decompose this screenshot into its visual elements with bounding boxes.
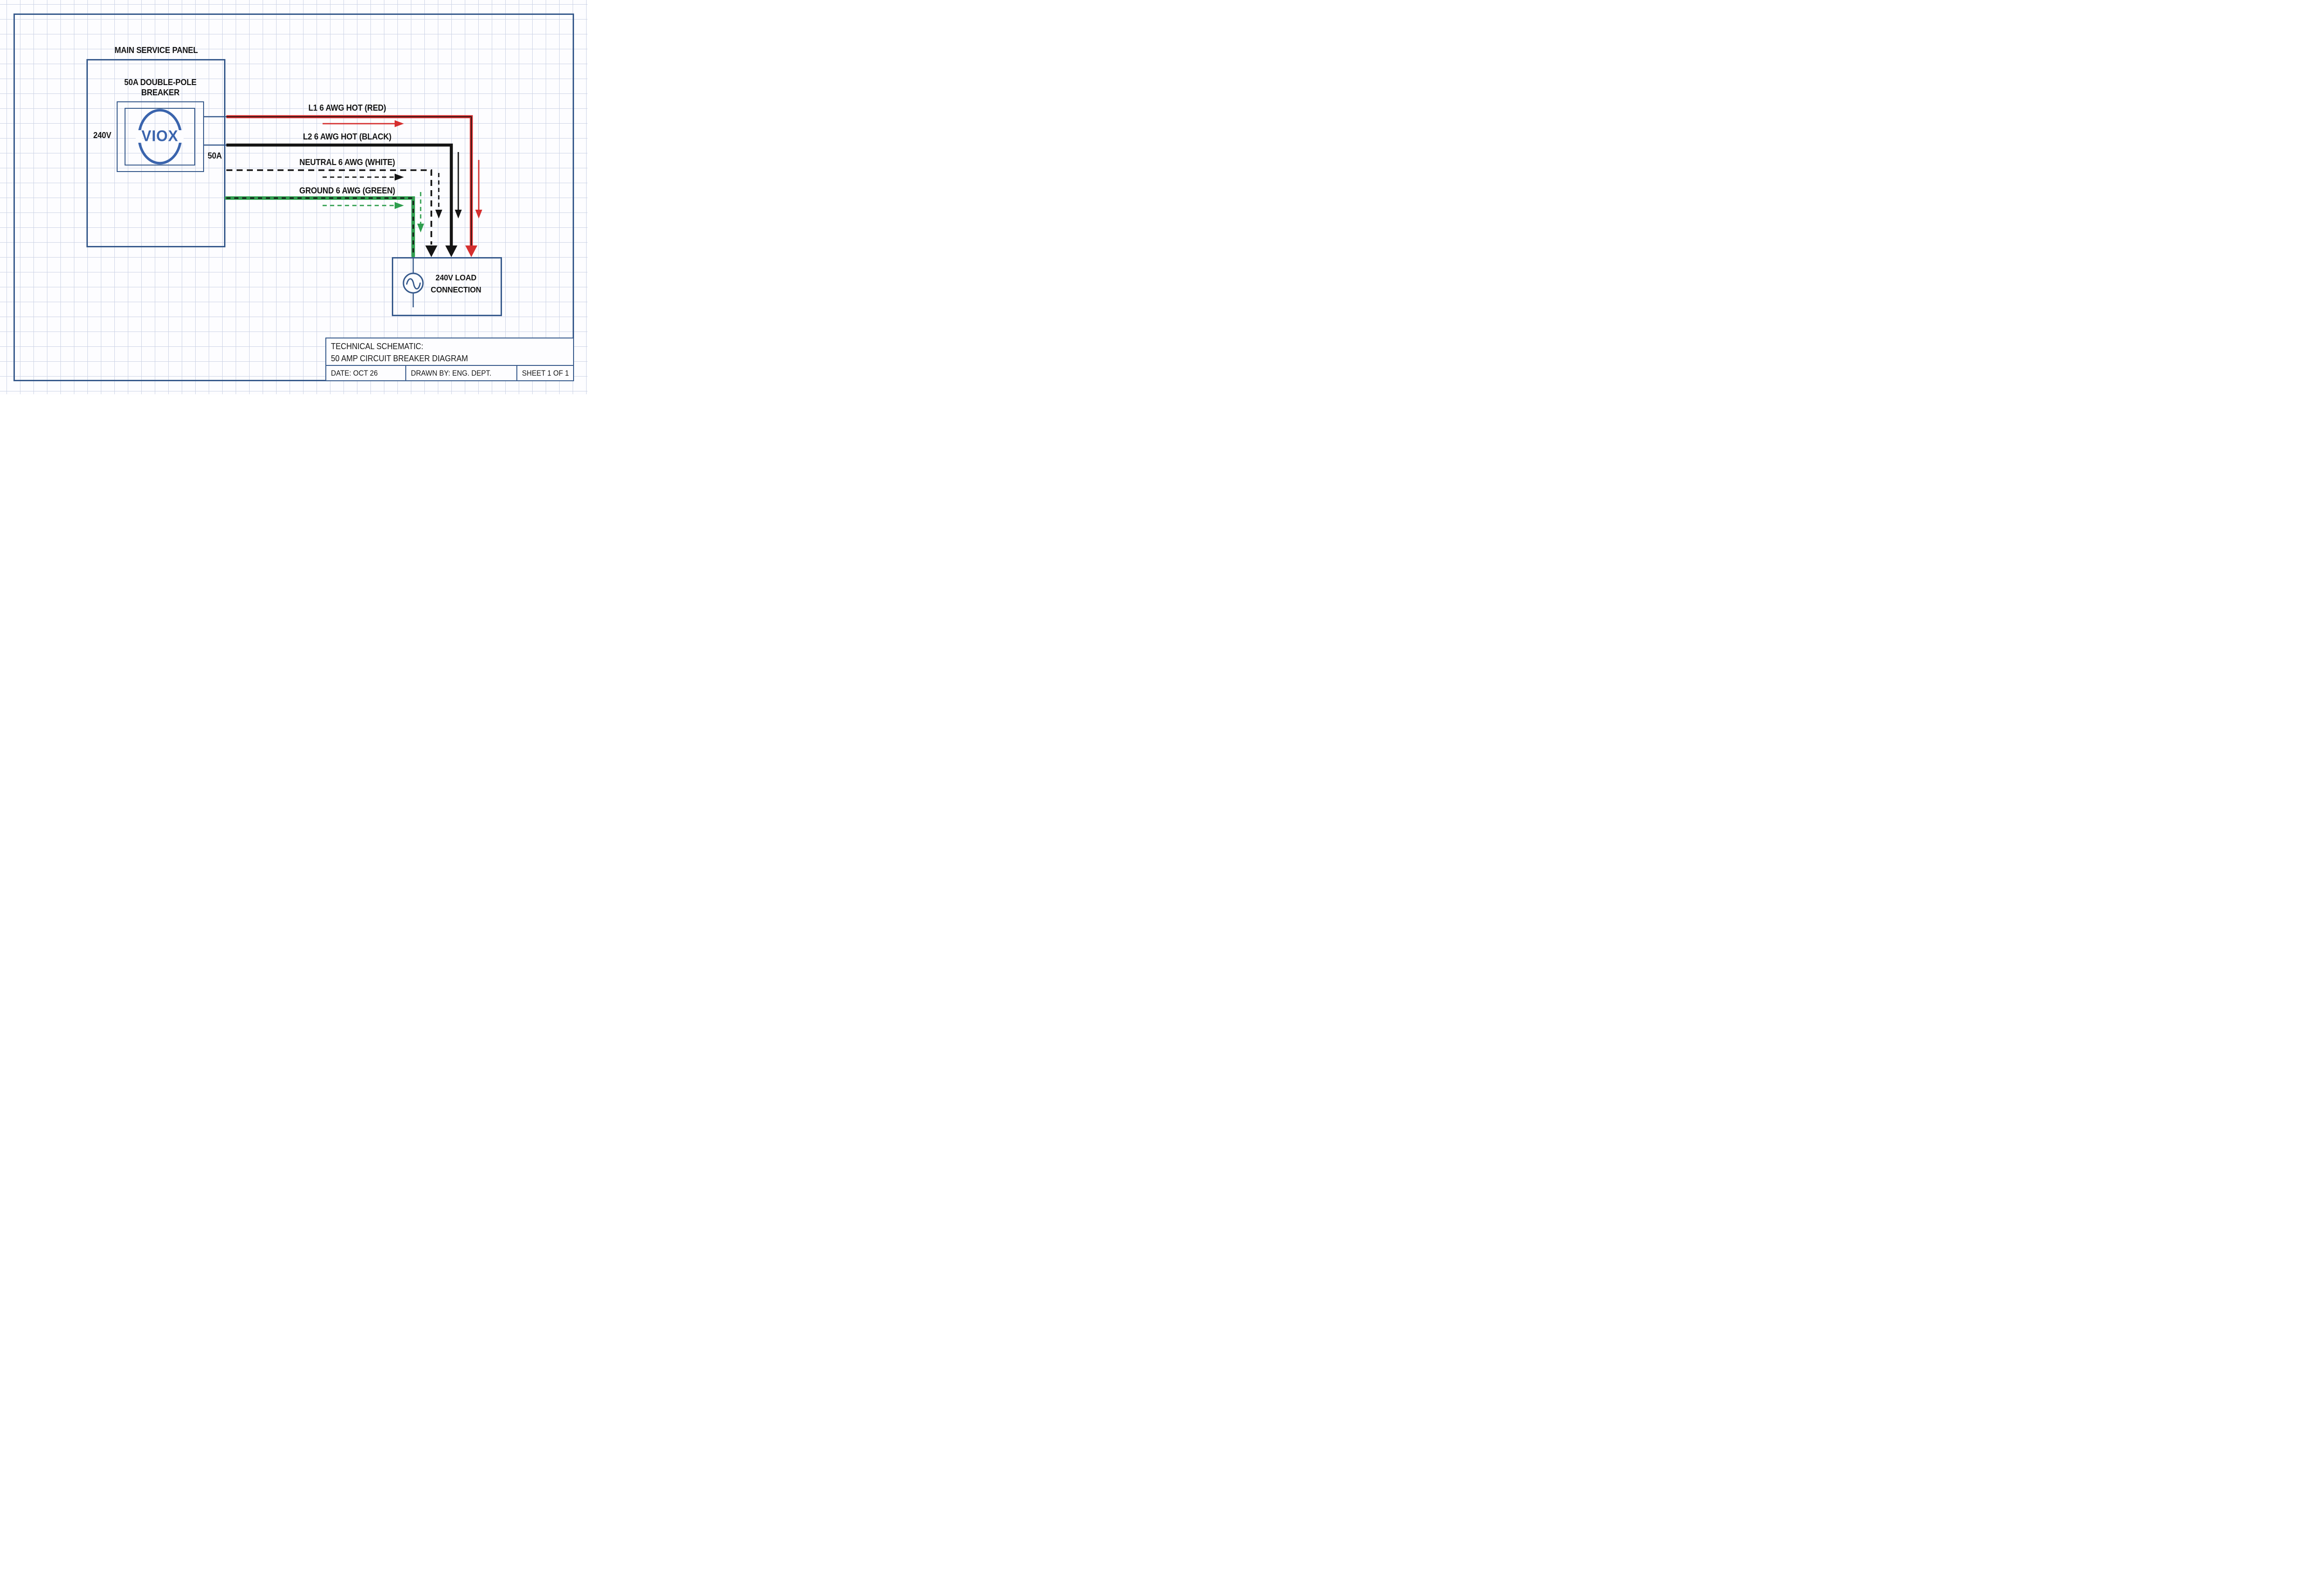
- breaker-label-line1: 50A DOUBLE-POLE: [124, 78, 197, 87]
- flow-arrow-l2-vertical-head-icon: [455, 210, 462, 219]
- flow-arrow-neutral-horizontal-head-icon: [395, 173, 404, 181]
- viox-ring-gap-left: [136, 130, 142, 143]
- breaker-label-line2: BREAKER: [141, 88, 180, 97]
- load-connection-box: [392, 257, 502, 316]
- flow-arrow-l1-vertical-head-icon: [475, 210, 482, 219]
- wire-ground-green: [224, 196, 415, 258]
- load-connection-label: 240V LOAD CONNECTION: [431, 272, 482, 296]
- panel-voltage-label: 240V: [93, 131, 112, 140]
- load-label-line2: CONNECTION: [430, 285, 482, 294]
- wire-label-ground: GROUND 6 AWG (GREEN): [299, 186, 396, 195]
- flow-arrow-neutral-vertical-head-icon: [435, 210, 442, 219]
- main-service-panel-label: MAIN SERVICE PANEL: [114, 46, 198, 55]
- ac-sine-icon: [406, 278, 421, 290]
- title-block-line1: TECHNICAL SCHEMATIC:: [331, 342, 423, 351]
- wire-neutral-dashed: [226, 169, 432, 245]
- title-block: TECHNICAL SCHEMATIC: 50 AMP CIRCUIT BREA…: [325, 338, 574, 381]
- wire-ground-dashes: [226, 197, 414, 254]
- flow-arrow-ground-horizontal-head-icon: [395, 202, 404, 209]
- title-block-drawn-by: DRAWN BY: ENG. DEPT.: [411, 369, 492, 378]
- wire-l2-arrowhead-icon: [445, 245, 457, 257]
- schematic-page: MAIN SERVICE PANEL 50A DOUBLE-POLE BREAK…: [0, 0, 588, 394]
- main-service-panel-box: [86, 59, 225, 247]
- breaker-inner-box: [125, 108, 195, 166]
- flow-arrow-l1-horizontal-head-icon: [395, 120, 404, 127]
- wire-l1-arrowhead-icon: [465, 245, 477, 257]
- viox-brand-logo: VIOX: [141, 127, 178, 145]
- wire-label-neutral: NEUTRAL 6 AWG (WHITE): [299, 158, 395, 167]
- title-block-drawnby-cell: DRAWN BY: ENG. DEPT.: [405, 365, 516, 381]
- title-block-row: DATE: OCT 26 DRAWN BY: ENG. DEPT. SHEET …: [326, 365, 573, 381]
- title-block-sheet: SHEET 1 OF 1: [522, 369, 569, 378]
- wire-neutral-arrowhead-icon: [425, 245, 437, 257]
- load-label-line1: 240V LOAD: [436, 273, 476, 282]
- title-block-heading: TECHNICAL SCHEMATIC: 50 AMP CIRCUIT BREA…: [326, 338, 573, 366]
- breaker-amps-label: 50A: [207, 151, 222, 160]
- wire-l1-core: [226, 116, 472, 248]
- wire-label-l1: L1 6 AWG HOT (RED): [308, 103, 386, 113]
- title-block-date-cell: DATE: OCT 26: [326, 366, 405, 381]
- title-block-sheet-cell: SHEET 1 OF 1: [516, 365, 573, 381]
- breaker-outer-box: [117, 101, 204, 172]
- wiring-overlay: [136, 109, 482, 307]
- title-block-line2: 50 AMP CIRCUIT BREAKER DIAGRAM: [331, 354, 468, 363]
- wire-l2-black: [226, 143, 453, 246]
- title-block-date: DATE: OCT 26: [331, 369, 378, 378]
- flow-arrow-ground-vertical-head-icon: [417, 224, 424, 232]
- drawing-frame: [13, 13, 574, 381]
- viox-ring-gap-right: [178, 130, 184, 143]
- wire-label-l2: L2 6 AWG HOT (BLACK): [303, 132, 392, 141]
